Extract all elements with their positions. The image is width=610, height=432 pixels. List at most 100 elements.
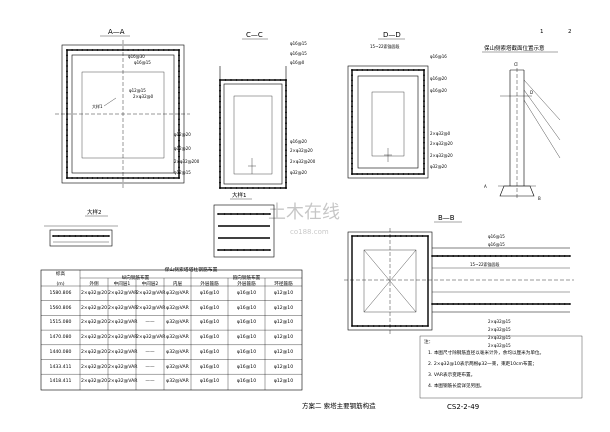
- note-line: 3. VAR表示变距布置。: [428, 373, 476, 378]
- table-cell-elevation: 1515.080: [49, 320, 72, 326]
- table-cell-elevation: 1560.806: [49, 305, 72, 311]
- table-cell: ——: [145, 379, 155, 385]
- table-cell: 2×φ32@VAR: [108, 320, 138, 326]
- rebar-table-frame: [40, 269, 303, 391]
- table-cell-elevation: 1433.411: [49, 364, 72, 370]
- table-col-unit: (m): [56, 282, 65, 287]
- table-cell: φ16@10: [199, 364, 220, 370]
- table-col-main-3: 内层: [172, 282, 183, 287]
- table-cell: φ32@VAR: [166, 305, 189, 311]
- svg-text:φ32@20: φ32@20: [430, 164, 447, 169]
- table-cell: 2×φ32@20: [80, 364, 108, 370]
- table-cell: φ16@10: [236, 379, 257, 385]
- svg-text:15~22索锚固段: 15~22索锚固段: [370, 43, 400, 49]
- svg-text:2×φ32@15: 2×φ32@15: [488, 343, 511, 348]
- svg-text:B: B: [538, 196, 541, 201]
- notes-title: 注：: [424, 340, 434, 345]
- note-line: 2. 2×φ32@10表示两根φ32一束，束距10cm布置；: [428, 362, 537, 367]
- table-cell: φ16@10: [199, 349, 220, 355]
- section-bb-title: B—B: [438, 214, 455, 222]
- table-cell: 2×φ32@VAR: [136, 305, 166, 311]
- table-cell: φ16@10: [236, 305, 257, 311]
- table-cell: 2×φ32@VAR: [108, 379, 138, 385]
- table-col-elev: 标高: [55, 272, 66, 277]
- table-cell: 2×φ32@VAR: [136, 291, 166, 296]
- section-dd-title: D—D: [383, 31, 401, 39]
- svg-text:2×φ32@20: 2×φ32@20: [290, 148, 313, 153]
- drawing-title: 方案二 索塔主要钢筋构造: [302, 401, 376, 410]
- table-cell: φ16@10: [199, 335, 220, 341]
- table-cell: 2×φ32@20: [80, 349, 108, 355]
- detail-2: 大样2: [44, 208, 118, 247]
- table-cell: 2×φ32@20: [80, 305, 108, 311]
- table-cell: 2×φ32@20: [80, 320, 108, 326]
- svg-text:φ16@15: φ16@15: [488, 242, 505, 247]
- section-aa-title: A—A: [108, 28, 125, 36]
- table-cell: φ16@10: [199, 320, 220, 326]
- section-cc: C—C φ16@15 φ16@15 φ16@0 φ16@20 2×φ32@20 …: [219, 31, 316, 189]
- svg-text:15~22索锚固段: 15~22索锚固段: [470, 261, 500, 267]
- watermark: 土木在线 co188.com: [268, 202, 340, 236]
- table-cell: φ32@VAR: [166, 364, 189, 370]
- notes-box: [419, 335, 583, 399]
- table-cell: φ16@10: [236, 364, 257, 370]
- table-cell: φ32@VAR: [166, 349, 189, 355]
- table-cell: ——: [145, 320, 155, 326]
- table-cell: φ12@10: [273, 335, 294, 341]
- table-col-main-2: 中间层2: [141, 282, 159, 287]
- svg-text:φ12@15: φ12@15: [129, 88, 146, 93]
- svg-text:φ16@20: φ16@20: [430, 76, 447, 81]
- svg-text:φ12@20: φ12@20: [174, 132, 191, 137]
- svg-text:φ16@15: φ16@15: [290, 51, 307, 56]
- table-cell: φ16@10: [236, 291, 257, 296]
- table-group-hoop: 箍向钢筋布置: [232, 276, 261, 281]
- section-dd: D—D 15~22索锚固段 φ16@16 φ16@20 φ16@20 2×φ32…: [347, 31, 453, 179]
- section-bb: B—B φ16@15 φ16@15 15~22索锚固段 2×φ32@15 2×φ…: [344, 214, 574, 348]
- table-cell-elevation: 1440.080: [49, 349, 72, 355]
- table-cell: φ12@10: [273, 364, 294, 370]
- table-cell: φ16@10: [236, 349, 257, 355]
- detail-2-label: 大样2: [87, 208, 102, 216]
- table-col-main-1: 中间层1: [113, 282, 131, 287]
- table-cell: φ12@10: [273, 291, 294, 296]
- detail-1-label: 大样1: [232, 191, 247, 199]
- drawing-number: CS2-2-49: [447, 403, 479, 411]
- svg-text:φ16@15: φ16@15: [488, 234, 505, 239]
- tower-position-schematic: 保山侧索塔截面位置示意 C D A B: [482, 44, 561, 201]
- table-cell: φ12@10: [273, 305, 294, 311]
- table-cell: φ16@10: [236, 320, 257, 326]
- table-cell: φ32@VAR: [166, 335, 189, 341]
- table-col-hoop-1: 外层箍筋: [237, 282, 256, 287]
- svg-text:2×φ32@200: 2×φ32@200: [174, 159, 200, 164]
- table-cell: φ32@VAR: [166, 291, 189, 296]
- table-cell: φ12@10: [273, 379, 294, 385]
- sheet-number-1: 1: [540, 29, 544, 35]
- table-cell: 2×φ32@20: [80, 379, 108, 385]
- table-cell: 2×φ32@VAR: [108, 349, 138, 355]
- svg-text:A: A: [484, 184, 487, 189]
- svg-text:φ32@20: φ32@20: [290, 170, 307, 175]
- table-col-main-0: 外侧: [89, 282, 99, 287]
- svg-text:2×φ32@15: 2×φ32@15: [488, 319, 511, 324]
- svg-text:土木在线: 土木在线: [268, 202, 340, 223]
- svg-text:φ16@0: φ16@0: [290, 60, 305, 65]
- svg-text:φ12@20: φ12@20: [174, 146, 191, 151]
- section-cc-title: C—C: [246, 31, 263, 39]
- table-cell: φ16@10: [236, 335, 257, 341]
- table-title: 保山侧索塔塔柱钢筋布置: [164, 268, 218, 273]
- sheet-number-2: 2: [568, 29, 572, 35]
- table-cell-elevation: 1470.080: [49, 335, 72, 341]
- svg-text:co188.com: co188.com: [290, 228, 329, 236]
- svg-text:φ16@20: φ16@20: [430, 88, 447, 93]
- section-aa: A—A φ16@30 φ16@15 φ12@15 2×φ32@0 φ12@20 …: [55, 28, 200, 190]
- table-cell: φ12@10: [273, 349, 294, 355]
- table-cell: φ32@VAR: [166, 379, 189, 385]
- svg-text:φ16@16: φ16@16: [430, 54, 447, 59]
- table-cell: φ16@10: [199, 291, 220, 296]
- note-line: 1. 本图尺寸除钢筋直径以毫米计外，余均以厘米为单位。: [428, 351, 545, 356]
- note-line: 4. 本图钢筋长度详见另图。: [428, 384, 485, 389]
- svg-text:2×φ32@200: 2×φ32@200: [290, 159, 316, 164]
- table-cell: φ16@10: [199, 305, 220, 311]
